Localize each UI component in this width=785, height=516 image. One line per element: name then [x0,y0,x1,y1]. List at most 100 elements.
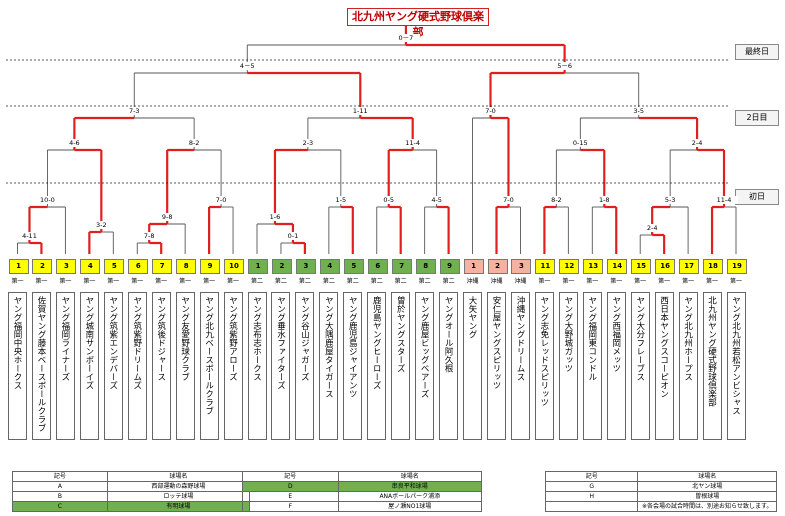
legend-code: F [242,501,339,512]
team-venue: 第一 [634,278,647,285]
team-venue: 沖縄 [490,278,503,285]
team-name: ヤング大野城ガッツ [558,292,578,440]
team-name: 大矢ヤング [463,292,483,440]
team-name: ヤング鹿屋ビッグベアーズ [415,292,435,440]
team-name: ヤング筑紫野ドリームズ [127,292,147,440]
match-score: 4－5 [233,62,262,70]
team-name: ヤング北九ベースボールクラブ [199,292,219,440]
legend-header-code: 記号 [12,471,108,482]
legend-venue: 屋ノ瀬NO1球場 [337,501,483,512]
match-score: 2-4 [638,224,667,232]
team-name: ヤング鹿児島ジャイアンツ [343,292,363,440]
match-score: 10-0 [33,196,62,204]
team-seed: 2 [32,259,53,274]
match-score: 4-6 [60,139,89,147]
page-title: 北九州ヤング硬式野球倶楽部 [347,8,489,39]
team-name: ヤング大分フレーブス [630,292,650,440]
match-score: 4-11 [15,232,44,240]
team-name: ヤング福岡中央ホークス [8,292,27,440]
legend-code: A [12,481,108,492]
legend-header-venue: 球場名 [337,471,483,482]
match-score: 2-3 [293,139,322,147]
team-seed: 16 [655,259,676,274]
legend-venue: 北ヤン球場 [637,481,777,492]
team-venue: 第一 [203,278,216,285]
team-venue: 第二 [442,278,455,285]
team-venue: 第一 [562,278,575,285]
team-venue: 第二 [274,278,287,285]
team-seed: 9 [439,259,460,274]
team-name: 北九州ヤング硬式野球倶楽部 [702,292,722,440]
legend-header-code: 記号 [242,471,339,482]
team-venue: 第一 [227,278,240,285]
match-score: 7-0 [207,196,236,204]
team-venue: 第二 [322,278,335,285]
team-seed: 6 [128,259,149,274]
legend-venue: ANAボールパーク浦添 [337,491,483,502]
match-score: 4-5 [422,196,451,204]
match-score: 9-8 [153,213,182,221]
team-venue: 第一 [83,278,96,285]
team-venue: 第一 [35,278,48,285]
team-name: ヤング福岡東コンドル [582,292,602,440]
team-venue: 沖縄 [466,278,479,285]
team-name: 西日本ヤングスコーピオン [654,292,674,440]
team-seed: 14 [607,259,628,274]
legend-venue: 串良平和球場 [337,481,483,492]
legend-venue: ※各会場の試合時間は、別途お知らせ致します。 [637,501,777,512]
legend-code: E [242,491,339,502]
team-venue: 第一 [131,278,144,285]
match-score: 11-4 [710,196,739,204]
team-name: ヤング城南サンボーイズ [79,292,99,440]
team-name: ヤング筑後ドジャース [151,292,171,440]
match-score: 3-5 [624,107,653,115]
team-seed: 19 [727,259,747,274]
team-name: ヤング筑紫エンデバーズ [103,292,123,440]
team-venue: 第一 [155,278,168,285]
team-venue: 第一 [729,278,742,285]
team-seed: 18 [703,259,724,274]
team-venue: 第一 [179,278,192,285]
team-venue: 第一 [610,278,623,285]
match-score: 11-4 [398,139,427,147]
legend-header-venue: 球場名 [637,471,777,482]
legend-code: G [544,481,639,492]
team-venue: 第二 [370,278,383,285]
match-score: 0-1 [278,232,307,240]
team-seed: 8 [415,259,436,274]
team-name: ヤング北九州ホープス [678,292,698,440]
team-name: ヤングオール阿久根 [439,292,459,440]
round-label-day1: 初日 [735,189,779,205]
team-venue: 第一 [538,278,551,285]
team-name: 鹿児島ヤングヒーローズ [367,292,387,440]
team-venue: 第一 [706,278,719,285]
team-name: ヤング志免レッドスピリッツ [534,292,554,440]
legend-code: D [242,481,339,492]
match-score: 5－6 [550,62,579,70]
team-name: ヤング福岡ライナーズ [55,292,75,440]
legend-venue: 曽根球場 [637,491,777,502]
match-score: 0-15 [566,139,595,147]
team-name: 佐賀ヤング藤本ベースボールクラブ [31,292,51,440]
team-seed: 4 [319,259,340,274]
match-score: 2-4 [683,139,712,147]
match-score: 0-5 [374,196,403,204]
match-score: 0－7 [391,34,420,42]
team-venue: 沖縄 [514,278,527,285]
team-name: ヤング西福岡メッツ [606,292,626,440]
team-name: ヤング大隅鹿屋タイガース [319,292,339,440]
match-score: 3-2 [87,221,116,229]
team-venue: 第二 [394,278,407,285]
team-seed: 4 [80,259,101,274]
match-score: 8-2 [542,196,571,204]
match-score: 7-3 [120,107,149,115]
team-name: ヤング垂水ファイターズ [271,292,291,440]
team-seed: 17 [679,259,700,274]
team-venue: 第一 [59,278,72,285]
match-score: 1-5 [326,196,355,204]
legend-venue: 有明球場 [106,501,251,512]
team-venue: 第二 [346,278,359,285]
